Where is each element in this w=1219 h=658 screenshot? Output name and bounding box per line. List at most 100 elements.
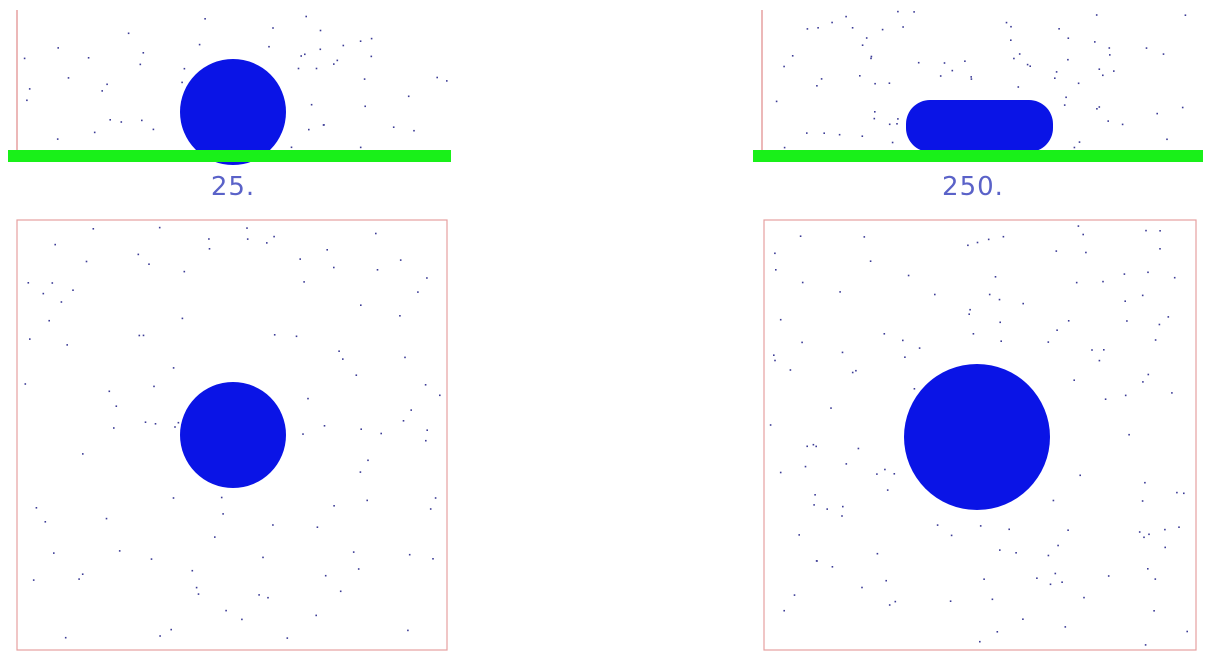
vapor-particle [904, 356, 906, 358]
vapor-particle [940, 75, 942, 77]
vapor-particle [874, 111, 876, 113]
vapor-particle [1048, 555, 1050, 557]
vapor-particle [992, 599, 994, 601]
vapor-particle [1076, 282, 1078, 284]
vapor-particle [864, 236, 866, 238]
vapor-particle [1068, 320, 1070, 322]
vapor-particle [426, 429, 428, 431]
right-time-label: 250. [913, 172, 1033, 202]
vapor-particle [410, 409, 412, 411]
vapor-particle [82, 453, 84, 455]
vapor-particle [1108, 575, 1110, 577]
vapor-particle [29, 338, 31, 340]
vapor-particle [816, 560, 818, 562]
vapor-particle [57, 138, 59, 140]
vapor-particle [1164, 547, 1166, 549]
vapor-particle [432, 558, 434, 560]
vapor-particle [274, 334, 276, 336]
vapor-particle [1159, 324, 1161, 326]
vapor-particle [1061, 581, 1063, 583]
vapor-particle [1099, 68, 1101, 70]
vapor-particle [937, 524, 939, 526]
vapor-particle [889, 604, 891, 606]
vapor-particle [1143, 537, 1145, 539]
vapor-particle [1148, 374, 1150, 376]
vapor-particle [1068, 37, 1070, 39]
vapor-particle [902, 340, 904, 342]
vapor-particle [116, 405, 118, 407]
vapor-particle [780, 472, 782, 474]
vapor-particle [1105, 398, 1107, 400]
vapor-particle [143, 335, 145, 337]
vapor-particle [800, 235, 802, 237]
vapor-particle [308, 129, 310, 131]
vapor-particle [1096, 14, 1098, 16]
vapor-particle [773, 354, 775, 356]
vapor-particle [1022, 303, 1024, 305]
vapor-particle [1182, 107, 1184, 109]
vapor-particle [241, 619, 243, 621]
vapor-particle [1000, 340, 1002, 342]
vapor-particle [889, 82, 891, 84]
vapor-particle [272, 524, 274, 526]
vapor-particle [1079, 475, 1081, 477]
vapor-particle [307, 398, 309, 400]
vapor-particle [360, 304, 362, 306]
vapor-particle [343, 45, 345, 47]
vapor-particle [53, 552, 55, 554]
vapor-particle [885, 580, 887, 582]
vapor-particle [798, 534, 800, 536]
vapor-particle [1013, 58, 1015, 60]
vapor-particle [184, 271, 186, 273]
vapor-particle [870, 260, 872, 262]
vapor-particle [439, 395, 441, 397]
vapor-particle [399, 315, 401, 317]
vapor-particle [774, 253, 776, 255]
vapor-particle [874, 118, 876, 120]
vapor-particle [159, 227, 161, 229]
vapor-particle [989, 294, 991, 296]
vapor-particle [1171, 392, 1173, 394]
vapor-particle [298, 68, 300, 70]
vapor-particle [1142, 381, 1144, 383]
vapor-particle [1019, 53, 1021, 55]
vapor-particle [247, 238, 249, 240]
vapor-particle [155, 423, 157, 425]
vapor-particle [1085, 252, 1087, 254]
vapor-particle [337, 60, 339, 62]
vapor-particle [1091, 349, 1093, 351]
vapor-particle [1128, 434, 1130, 436]
vapor-particle [969, 309, 971, 311]
vapor-particle [404, 357, 406, 359]
vapor-particle [1103, 349, 1105, 351]
vapor-particle [173, 497, 175, 499]
vapor-particle [204, 18, 206, 20]
vapor-particle [408, 96, 410, 98]
vapor-particle [896, 123, 898, 125]
vapor-particle [866, 37, 868, 39]
vapor-particle [790, 369, 792, 371]
vapor-particle [1008, 529, 1010, 531]
vapor-particle [1022, 618, 1024, 620]
vapor-particle [1096, 108, 1098, 110]
vapor-particle [1006, 22, 1008, 24]
vapor-particle [823, 132, 825, 134]
vapor-particle [1159, 230, 1161, 232]
vapor-particle [1065, 97, 1067, 99]
vapor-particle [776, 101, 778, 103]
vapor-particle [983, 578, 985, 580]
vapor-particle [805, 466, 807, 468]
vapor-particle [816, 85, 818, 87]
vapor-particle [1018, 86, 1020, 88]
vapor-particle [967, 245, 969, 247]
left-substrate [8, 150, 451, 162]
vapor-particle [24, 58, 26, 60]
vapor-particle [258, 594, 260, 596]
vapor-particle [780, 319, 782, 321]
vapor-particle [342, 358, 344, 360]
vapor-particle [139, 335, 141, 337]
vapor-particle [181, 82, 183, 84]
vapor-particle [417, 291, 419, 293]
vapor-particle [973, 333, 975, 335]
vapor-particle [830, 407, 832, 409]
